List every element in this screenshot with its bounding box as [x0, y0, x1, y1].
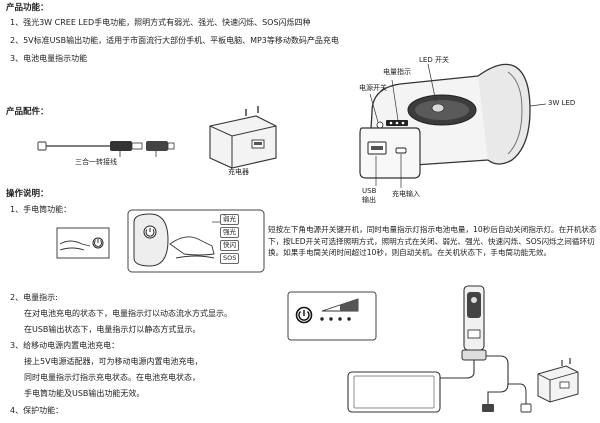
operation-heading: 操作说明：: [6, 189, 49, 199]
label-usb-output: USB 输出: [362, 187, 377, 204]
charging-line-3: 手电筒功能及USB输出功能无效。: [24, 389, 145, 398]
flashlight-description: 短按左下角电源开关键开机，同时电量指示灯指示电池电量，10秒后自动关闭指示灯。在…: [268, 225, 597, 257]
label-led-switch: LED 开关: [419, 56, 449, 64]
mode-flash: 快闪: [220, 240, 239, 251]
accessories-heading: 产品配件：: [6, 107, 49, 117]
mode-weak: 弱光: [220, 214, 239, 225]
battery-line-1: 在对电池充电的状态下，电量指示灯以动态流水方式显示。: [24, 309, 232, 318]
charging-line-1: 接上5V电源适配器，可为移动电源内置电池充电，: [24, 357, 203, 366]
label-3w-led: 3W LED: [548, 99, 576, 107]
battery-line-2: 在USB输出状态下，电量指示灯以静态方式显示。: [24, 325, 201, 334]
feature-item-3: 3、电池电量指示功能: [10, 54, 88, 63]
charger-label: 充电器: [228, 168, 249, 176]
feature-item-2: 2、5V标准USB输出功能，适用于市面流行大部份手机、平板电脑、MP3等移动数码…: [10, 36, 339, 45]
label-power-switch: 电源开关: [359, 84, 387, 92]
flashlight-title: 1、手电筒功能：: [10, 205, 72, 214]
label-charge-input: 充电输入: [392, 190, 420, 198]
mode-sos: SOS: [220, 253, 240, 264]
cable-label: 三合一转接线: [75, 158, 117, 166]
charging-line-2: 同时电量指示灯指示充电状态。在电池充电状态，: [24, 373, 200, 382]
protection-title: 4、保护功能：: [10, 406, 64, 415]
battery-title: 2、电量指示:: [10, 293, 58, 302]
label-power-indicator: 电量指示: [383, 68, 411, 76]
features-heading: 产品功能：: [6, 3, 49, 13]
feature-item-1: 1、强光3W CREE LED手电功能，照明方式有弱光、强光、快速闪烁、SOS闪…: [10, 18, 311, 27]
mode-strong: 强光: [220, 227, 239, 238]
charging-title: 3、给移动电源内置电池充电：: [10, 341, 120, 350]
